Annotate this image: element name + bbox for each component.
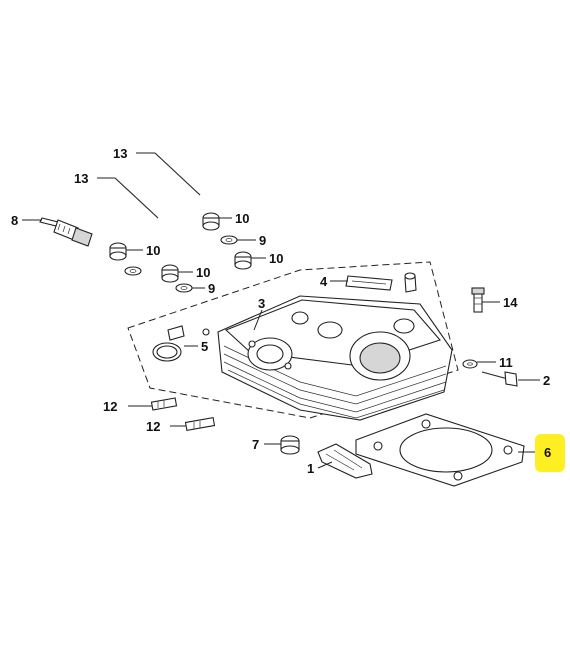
gasket-strip[interactable]	[345, 275, 393, 291]
highlight-badge	[535, 434, 565, 472]
washer[interactable]	[175, 283, 193, 293]
small-seal[interactable]	[167, 325, 210, 341]
cap-nut[interactable]	[234, 251, 252, 270]
callout-10: 10	[196, 265, 210, 280]
stud-bolt[interactable]	[471, 287, 485, 313]
callout-4: 4	[320, 274, 328, 289]
callout-10: 10	[146, 243, 160, 258]
cylinder-head[interactable]	[217, 295, 453, 421]
callout-9: 9	[259, 233, 266, 248]
callout-13: 13	[113, 146, 127, 161]
long-stud-upper[interactable]	[154, 152, 201, 196]
leader-lines	[22, 152, 540, 469]
bolt[interactable]	[481, 371, 518, 387]
callout-6[interactable]: 6	[544, 445, 551, 460]
callout-13: 13	[74, 171, 88, 186]
callout-3: 3	[258, 296, 265, 311]
washer[interactable]	[124, 266, 142, 276]
fitting[interactable]	[404, 272, 417, 293]
cylinder-head-gasket[interactable]	[355, 413, 525, 487]
callout-2: 2	[543, 373, 550, 388]
callout-5: 5	[201, 339, 208, 354]
callout-9: 9	[208, 281, 215, 296]
callout-14: 14	[503, 295, 518, 310]
callout-12: 12	[103, 399, 117, 414]
callout-11: 11	[499, 355, 513, 370]
spark-plug[interactable]	[39, 217, 93, 247]
callout-10: 10	[269, 251, 283, 266]
callout-10: 10	[235, 211, 249, 226]
cap-nut[interactable]	[109, 242, 127, 261]
cap-nut[interactable]	[202, 212, 220, 231]
plug[interactable]	[280, 435, 300, 455]
cap-nut[interactable]	[161, 264, 179, 283]
callout-labels: 13 13 8 10 9 10 10 10 9 4 3 14 5 11 2 12…	[11, 146, 565, 476]
callout-12: 12	[146, 419, 160, 434]
long-stud-lower[interactable]	[114, 177, 159, 219]
dowel-pin[interactable]	[184, 416, 216, 432]
callout-7: 7	[252, 437, 259, 452]
assembly-outline	[127, 261, 459, 419]
dowel-pin[interactable]	[150, 397, 178, 411]
callout-1: 1	[307, 461, 314, 476]
washer[interactable]	[462, 359, 478, 369]
washer[interactable]	[220, 235, 238, 245]
chain-guide[interactable]	[317, 443, 373, 479]
callout-8: 8	[11, 213, 18, 228]
o-ring[interactable]	[152, 342, 182, 362]
